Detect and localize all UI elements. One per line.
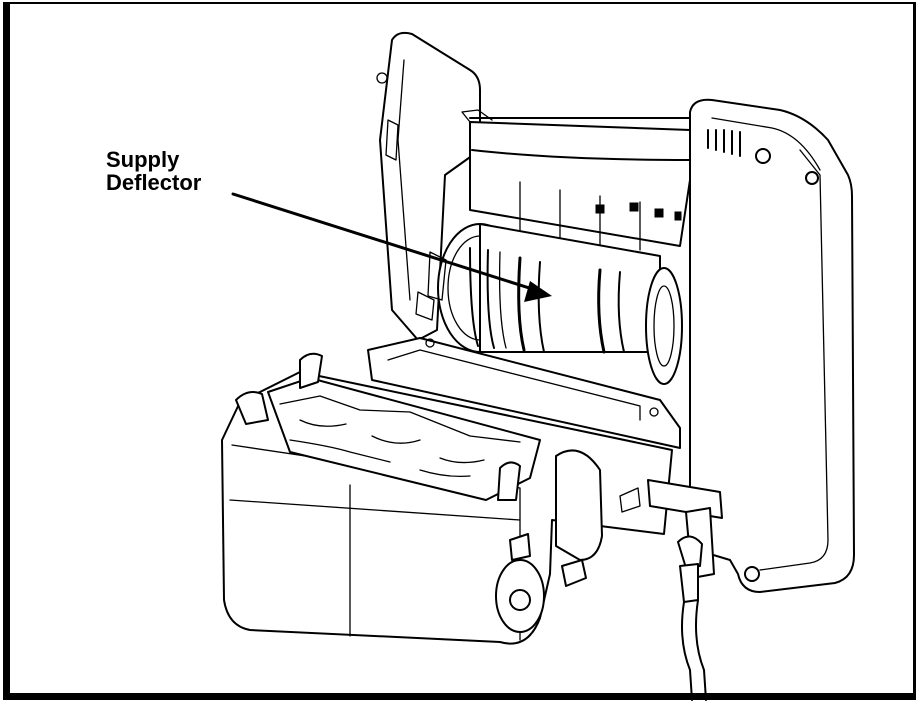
supply-deflector-label: Supply Deflector: [106, 148, 201, 194]
frame-border-right: [913, 2, 916, 700]
supply-roll: [415, 223, 683, 385]
callout-line-2: Deflector: [106, 170, 202, 195]
upper-deflector: [461, 109, 691, 251]
media-bay: [367, 337, 681, 449]
callout-line-1: Supply: [106, 147, 180, 172]
right-housing: [689, 98, 855, 593]
front-cover: [221, 352, 673, 645]
frame-border-top: [3, 2, 915, 4]
rear-cover: [376, 31, 691, 341]
power-cable: [647, 479, 723, 701]
frame-border-bottom: [3, 693, 916, 700]
callout-arrowhead: [524, 281, 552, 302]
frame-border-left: [3, 2, 10, 700]
callout-leader-line: [231, 192, 547, 295]
